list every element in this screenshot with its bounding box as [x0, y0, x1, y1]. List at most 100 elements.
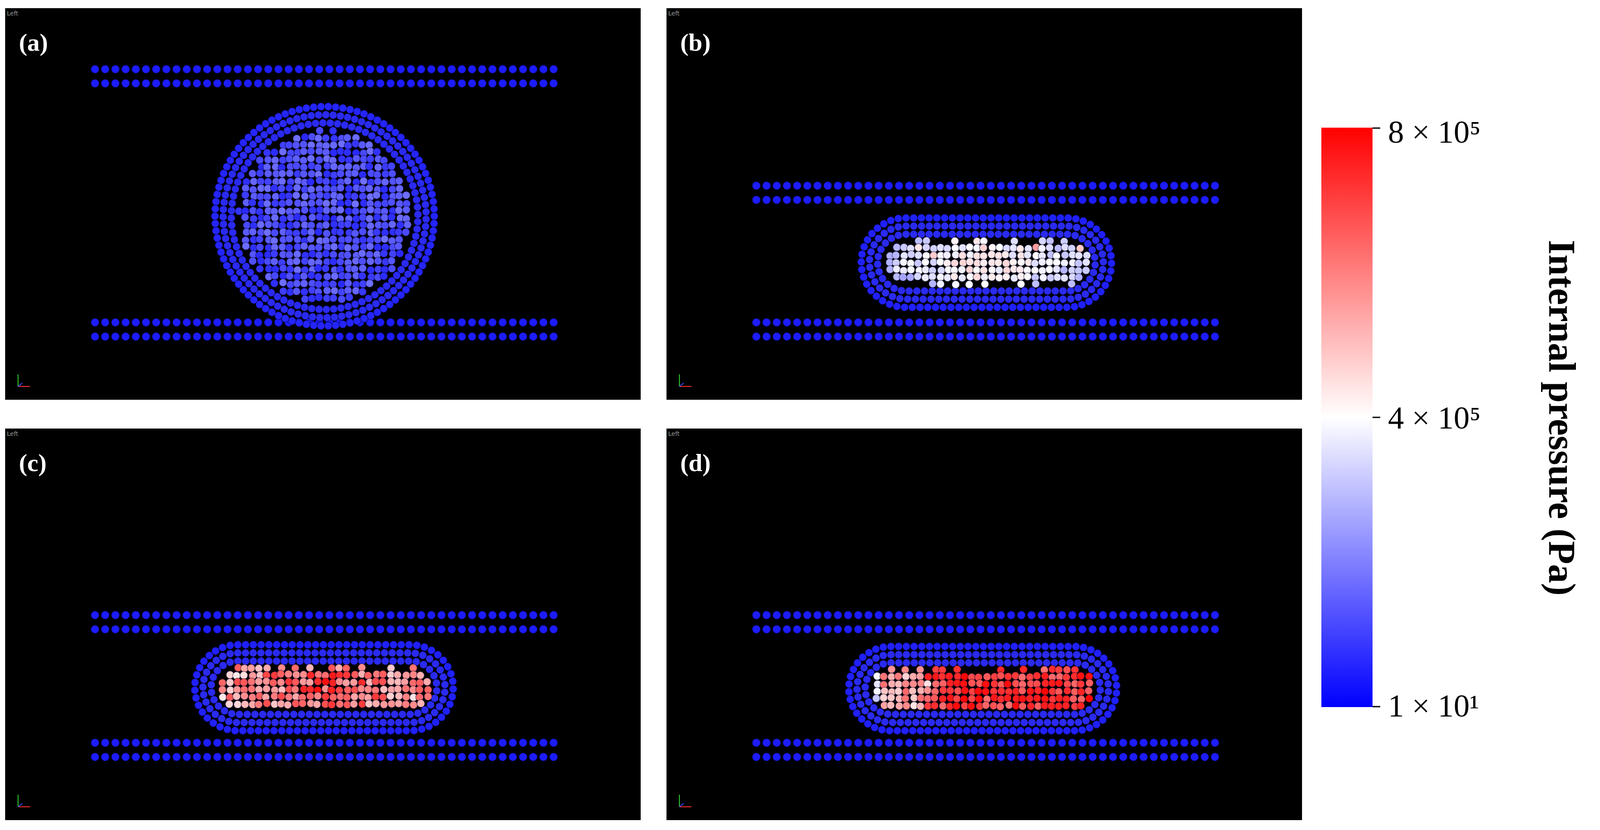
axis-triad [18, 386, 31, 387]
particle [372, 191, 381, 200]
particle [415, 685, 424, 694]
particle [1031, 259, 1039, 268]
particle [437, 753, 446, 762]
particle [223, 725, 232, 734]
particle [1031, 279, 1040, 288]
particle [233, 65, 242, 74]
particle [351, 222, 360, 231]
particle [457, 753, 467, 762]
particle [1025, 230, 1033, 239]
particle [289, 710, 298, 719]
particle [1039, 273, 1048, 282]
particle [356, 79, 365, 88]
particle [322, 214, 330, 222]
particle [1017, 332, 1026, 341]
particle [350, 678, 358, 687]
particle [1045, 265, 1054, 274]
axis-triad [17, 374, 19, 387]
particle [91, 65, 100, 74]
particle [270, 257, 279, 266]
particle [1004, 295, 1013, 304]
particle [270, 249, 279, 258]
particle [988, 266, 997, 274]
particle [922, 243, 931, 252]
particle [334, 657, 343, 666]
particle [508, 753, 517, 762]
particle [498, 625, 507, 634]
particle [294, 753, 304, 762]
particle [410, 239, 418, 248]
particle [1098, 332, 1107, 341]
particle [457, 79, 467, 88]
particle [906, 273, 915, 282]
particle [230, 236, 239, 244]
particle [1076, 244, 1085, 253]
particle [986, 332, 996, 341]
particle [91, 318, 100, 327]
particle [443, 663, 452, 671]
particle [263, 228, 272, 237]
particle [345, 611, 354, 620]
particle [1038, 244, 1046, 253]
particle [539, 611, 548, 620]
particle [874, 318, 883, 327]
particle [935, 332, 944, 341]
particle [498, 611, 507, 620]
particle [329, 111, 338, 120]
particle [227, 206, 236, 215]
particle [270, 148, 279, 157]
particle [356, 753, 365, 762]
particle [405, 641, 413, 649]
particle [976, 196, 985, 205]
particle [285, 169, 294, 178]
particle [334, 649, 343, 658]
particle [337, 312, 346, 321]
particle [380, 213, 389, 222]
particle [376, 739, 385, 748]
particle [223, 65, 232, 74]
particle [447, 670, 455, 679]
particle [1008, 251, 1017, 260]
particle [1018, 222, 1027, 231]
particle [326, 119, 335, 127]
particle [193, 671, 201, 679]
particle [874, 196, 883, 205]
particle [449, 685, 458, 694]
particle [1007, 181, 1016, 191]
particle [1047, 196, 1057, 205]
particle [241, 641, 250, 649]
particle [1024, 303, 1032, 312]
particle [300, 303, 309, 312]
particle [131, 739, 140, 748]
particle [885, 300, 894, 309]
particle [274, 739, 283, 748]
particle [239, 727, 247, 735]
particle [264, 65, 273, 74]
particle [1068, 332, 1077, 341]
particle [344, 302, 353, 311]
particle [1099, 265, 1107, 274]
particle [409, 671, 418, 679]
particle [121, 611, 130, 620]
particle [783, 196, 792, 205]
particle [987, 250, 996, 259]
particle [792, 318, 802, 327]
particle [900, 303, 909, 312]
particle [291, 678, 300, 687]
particle [1190, 318, 1199, 327]
particle [955, 230, 964, 239]
particle [959, 287, 968, 295]
particle [199, 675, 208, 684]
particle [202, 611, 212, 620]
particle [966, 181, 975, 191]
particle [508, 625, 517, 634]
particle [417, 611, 426, 620]
particle [91, 753, 100, 762]
particle [986, 196, 996, 205]
particle [519, 739, 528, 748]
particle [871, 278, 879, 286]
particle [335, 65, 344, 74]
particle [981, 280, 989, 289]
particle [358, 264, 367, 273]
particle [1071, 214, 1080, 223]
